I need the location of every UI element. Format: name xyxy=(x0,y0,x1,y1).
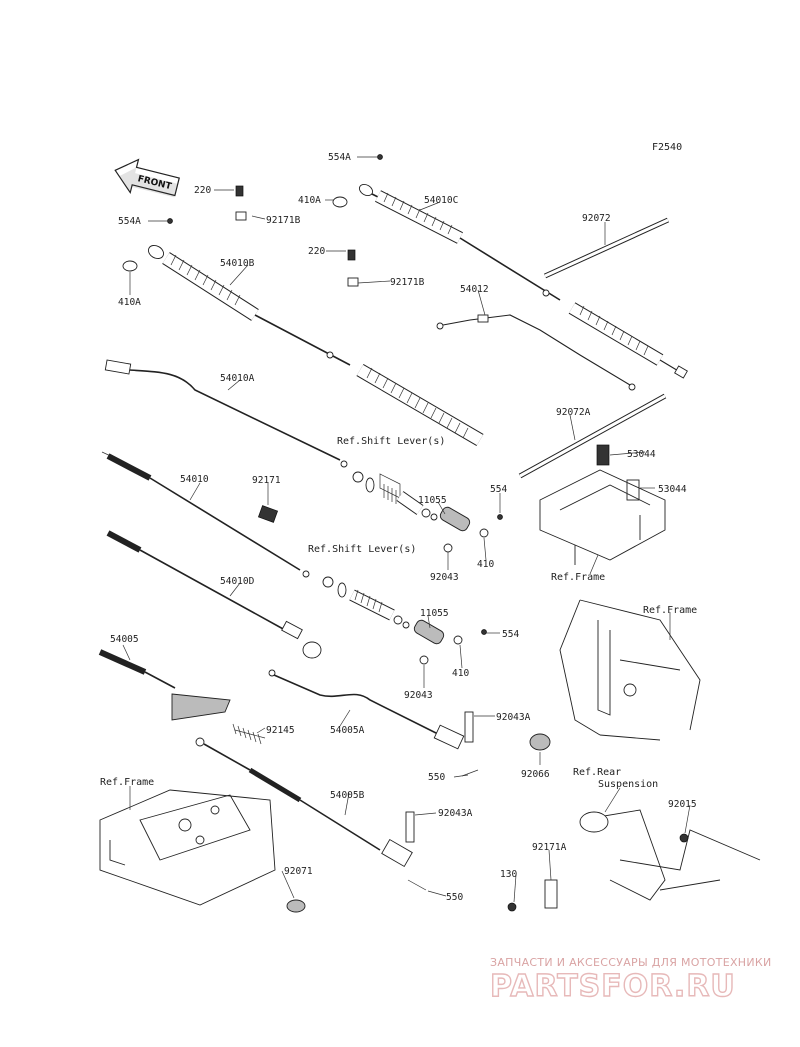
callout-92043-a: 92043 xyxy=(430,572,459,583)
callout-53044-a: 53044 xyxy=(627,449,656,460)
grommet-92071 xyxy=(286,899,306,913)
callout-54010a: 54010A xyxy=(220,373,255,384)
callout-92043a-a: 92043A xyxy=(496,712,531,723)
cable-54005b xyxy=(195,737,427,891)
cable-54010c xyxy=(358,183,688,379)
callout-54010: 54010 xyxy=(180,474,209,485)
watermark-tagline: ЗАПЧАСТИ И АКСЕССУАРЫ ДЛЯ МОТОТЕХНИКИ xyxy=(490,956,772,969)
cable-54010 xyxy=(101,451,310,578)
callout-554-a: 554 xyxy=(490,484,507,495)
callout-54010b: 54010B xyxy=(220,258,255,269)
callout-550-a: 550 xyxy=(428,772,445,783)
ref-shift-lever-2: Ref.Shift Lever(s) xyxy=(308,544,416,555)
callout-54012: 54012 xyxy=(460,284,489,295)
callout-220-b: 220 xyxy=(308,246,325,257)
callout-92145: 92145 xyxy=(266,725,295,736)
shift-lever-parts-1 xyxy=(352,471,438,521)
tie-strap-92072 xyxy=(543,217,670,279)
callout-92015: 92015 xyxy=(668,799,697,810)
callout-53044-b: 53044 xyxy=(658,484,687,495)
callout-92072a: 92072A xyxy=(556,407,591,418)
ref-rear-suspension-line1: Ref.Rear xyxy=(573,767,621,778)
callout-54005: 54005 xyxy=(110,634,139,645)
cable-54012 xyxy=(436,314,636,391)
callout-410-a: 410 xyxy=(477,559,494,570)
watermark-logo: PARTSFOR.RU xyxy=(490,969,736,1004)
cap-92066 xyxy=(529,733,551,751)
ref-frame-right-upper: Ref.Frame xyxy=(643,605,697,616)
cable-54005 xyxy=(98,649,266,745)
callout-410a-b: 410A xyxy=(118,297,141,308)
callout-92043-b: 92043 xyxy=(404,690,433,701)
joint-11055-a xyxy=(439,506,489,553)
callout-11055-b: 11055 xyxy=(420,608,449,619)
frame-right-lower xyxy=(539,469,666,565)
callout-92066: 92066 xyxy=(521,769,550,780)
callout-92171b-a: 92171B xyxy=(266,215,301,226)
ref-rear-suspension-line2: Suspension xyxy=(598,779,658,790)
rear-suspension xyxy=(507,809,761,912)
front-arrow-icon: FRONT xyxy=(114,158,180,198)
callout-92043a-b: 92043A xyxy=(438,808,473,819)
tie-strap-92072a xyxy=(518,393,667,479)
callout-554a-top: 554A xyxy=(328,152,351,163)
cable-54010b xyxy=(148,244,484,447)
callout-92171: 92171 xyxy=(252,475,281,486)
frame-left xyxy=(99,789,276,906)
cable-54010d xyxy=(106,530,322,659)
callout-54005a: 54005A xyxy=(330,725,365,736)
shift-lever-parts-2 xyxy=(322,576,410,629)
callout-54010c: 54010C xyxy=(424,195,458,206)
callout-220-a: 220 xyxy=(194,185,211,196)
clip-92171 xyxy=(257,505,279,523)
callout-92071: 92071 xyxy=(284,866,313,877)
callout-92072: 92072 xyxy=(582,213,611,224)
frame-right-upper xyxy=(559,599,701,741)
ref-shift-lever-1: Ref.Shift Lever(s) xyxy=(337,436,445,447)
leader-lines xyxy=(122,156,691,903)
callout-54005b: 54005B xyxy=(330,790,365,801)
ref-frame-left: Ref.Frame xyxy=(100,777,154,788)
cable-54010a xyxy=(104,359,348,468)
callout-410a-a: 410A xyxy=(298,195,321,206)
callout-92171a: 92171A xyxy=(532,842,567,853)
joint-11055-b xyxy=(413,619,463,665)
callout-11055-a: 11055 xyxy=(418,495,447,506)
figure-code: F2540 xyxy=(652,142,682,153)
ref-frame-right-lower: Ref.Frame xyxy=(551,572,605,583)
callout-130: 130 xyxy=(500,869,517,880)
callout-550-b: 550 xyxy=(446,892,463,903)
callout-554a-left: 554A xyxy=(118,216,141,227)
callout-54010d: 54010D xyxy=(220,576,255,587)
callout-554-b: 554 xyxy=(502,629,519,640)
callout-410-b: 410 xyxy=(452,668,469,679)
callout-92171b-b: 92171B xyxy=(390,277,425,288)
cable-54005a xyxy=(268,669,479,777)
